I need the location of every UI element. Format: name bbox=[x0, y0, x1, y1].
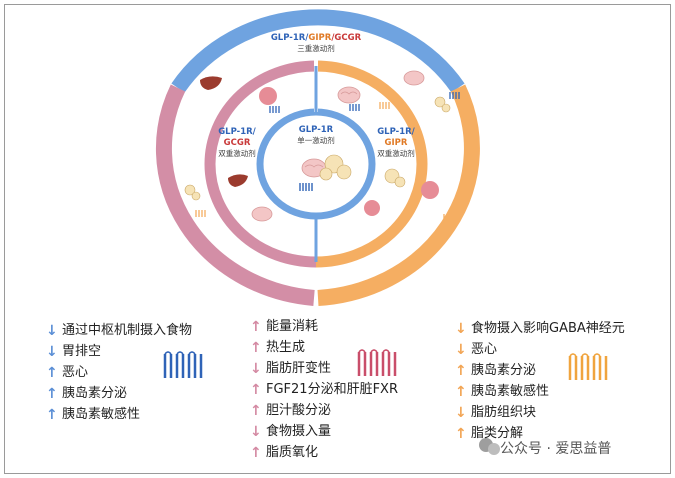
up-arrow-icon: ↑ bbox=[250, 319, 262, 335]
orange-receptor-icon bbox=[568, 353, 608, 380]
legend-item-text: 胰岛素分泌 bbox=[62, 386, 128, 401]
brain-icon bbox=[403, 70, 425, 86]
up-arrow-icon: ↑ bbox=[46, 407, 58, 423]
right-ring-sublabel: 双重激动剂 bbox=[377, 148, 415, 158]
legend-item: ↑ 热生成 bbox=[250, 339, 305, 357]
up-arrow-icon: ↑ bbox=[46, 365, 58, 381]
legend-item: ↑ 能量消耗 bbox=[250, 318, 318, 336]
legend-item-text: 脂质氧化 bbox=[266, 445, 319, 460]
down-arrow-icon: ↓ bbox=[46, 344, 58, 360]
outer-ring-label: GLP-1R/GIPR/GCGR bbox=[271, 33, 362, 43]
legend-item: ↓ 食物摄入影响GABA神经元 bbox=[455, 320, 625, 338]
legend-item-text: 胃排空 bbox=[62, 344, 102, 359]
legend-item: ↑ 胆汁酸分泌 bbox=[250, 402, 331, 420]
legend-item-text: 胰岛素敏感性 bbox=[471, 384, 550, 399]
legend-item: ↓ 脂肪肝变性 bbox=[250, 360, 331, 378]
legend-item-text: 脂类分解 bbox=[471, 426, 524, 441]
legend-item-text: 食物摄入影响GABA神经元 bbox=[471, 321, 625, 336]
brain-icon bbox=[251, 206, 273, 222]
up-arrow-icon: ↑ bbox=[455, 426, 467, 442]
legend-item-text: 恶心 bbox=[471, 342, 498, 357]
down-arrow-icon: ↓ bbox=[250, 361, 262, 377]
down-arrow-icon: ↓ bbox=[455, 342, 467, 358]
outer-ring-orange-arc bbox=[317, 84, 480, 306]
legend-item-text: FGF21分泌和肝脏FXR bbox=[266, 382, 398, 397]
outer-ring-sublabel: 三重激动剂 bbox=[297, 43, 335, 53]
down-arrow-icon: ↓ bbox=[46, 323, 58, 339]
legend-item: ↓ 恶心 bbox=[455, 341, 497, 359]
right-ring-label-2: GIPR bbox=[385, 138, 408, 148]
left-ring-sublabel: 双重激动剂 bbox=[218, 148, 256, 158]
legend-item: ↑ 胰岛素敏感性 bbox=[455, 383, 549, 401]
legend-item-text: 能量消耗 bbox=[266, 319, 319, 334]
right-ring-label-1: GLP-1R/ bbox=[377, 127, 415, 137]
watermark-text: 公众号 · 爱思益普 bbox=[500, 441, 612, 457]
up-arrow-icon: ↑ bbox=[250, 340, 262, 356]
legend-item: ↓ 通过中枢机制摄入食物 bbox=[46, 322, 192, 340]
middle-ring-orange-arc bbox=[315, 60, 428, 268]
legend-item-text: 脂肪肝变性 bbox=[266, 361, 332, 376]
down-arrow-icon: ↓ bbox=[455, 405, 467, 421]
up-arrow-icon: ↑ bbox=[250, 403, 262, 419]
pink-receptor-icon bbox=[357, 349, 397, 376]
legend-blue: ↓ 通过中枢机制摄入食物 ↓ 胃排空 ↑ 恶心 ↑ 胰岛素分泌 ↑ 胰岛素敏感性 bbox=[46, 322, 226, 442]
legend-item: ↑ 胰岛素分泌 bbox=[46, 385, 127, 403]
legend-item: ↓ 食物摄入量 bbox=[250, 423, 331, 441]
legend-item-text: 胰岛素敏感性 bbox=[62, 407, 141, 422]
receptor-glyph-icon bbox=[195, 92, 460, 221]
up-arrow-icon: ↑ bbox=[250, 382, 262, 398]
brain-icon bbox=[337, 86, 361, 104]
left-ring-label-2: GCGR bbox=[224, 138, 251, 148]
legend-item: ↓ 脂肪组织块 bbox=[455, 404, 536, 422]
legend-item: ↑ 恶心 bbox=[46, 364, 88, 382]
blue-receptor-icon bbox=[163, 351, 203, 378]
figure-frame bbox=[4, 4, 671, 474]
legend-item: ↑ 胰岛素分泌 bbox=[455, 362, 536, 380]
outer-ring-pink-arc bbox=[155, 84, 315, 306]
legend-item-text: 食物摄入量 bbox=[266, 424, 332, 439]
center-sublabel: 单一激动剂 bbox=[297, 135, 335, 145]
tissue-cluster-icon bbox=[259, 87, 439, 216]
legend-item: ↑ 脂类分解 bbox=[455, 425, 523, 443]
center-label: GLP-1R bbox=[299, 125, 334, 135]
adipocyte-cluster-icon bbox=[184, 96, 451, 201]
legend-pink: ↑ 能量消耗 ↑ 热生成 ↓ 脂肪肝变性 ↑ FGF21分泌和肝脏FXR ↑ 胆汁酸分泌 ↓ 食物摄入… bbox=[250, 318, 435, 468]
up-arrow-icon: ↑ bbox=[455, 363, 467, 379]
middle-ring-pink-arc bbox=[204, 60, 317, 268]
up-arrow-icon: ↑ bbox=[46, 386, 58, 402]
legend-item: ↑ FGF21分泌和肝脏FXR bbox=[250, 381, 398, 399]
legend-item: ↑ 胰岛素敏感性 bbox=[46, 406, 140, 424]
left-ring-label-1: GLP-1R/ bbox=[218, 127, 256, 137]
down-arrow-icon: ↓ bbox=[250, 424, 262, 440]
legend-item-text: 热生成 bbox=[266, 340, 306, 355]
legend-item: ↓ 胃排空 bbox=[46, 343, 101, 361]
liver-icon bbox=[200, 76, 222, 90]
outer-ring-blue-arc bbox=[171, 9, 465, 93]
legend-item-text: 胰岛素分泌 bbox=[471, 363, 537, 378]
up-arrow-icon: ↑ bbox=[455, 384, 467, 400]
legend-item: ↑ 脂质氧化 bbox=[250, 444, 318, 462]
legend-orange: ↓ 食物摄入影响GABA神经元 ↓ 恶心 ↑ 胰岛素分泌 ↑ 胰岛素敏感性 ↓ 脂肪组织块 ↑ 脂类分… bbox=[455, 320, 665, 443]
legend-item-text: 通过中枢机制摄入食物 bbox=[62, 323, 193, 338]
down-arrow-icon: ↓ bbox=[455, 321, 467, 337]
legend-item-text: 脂肪组织块 bbox=[471, 405, 537, 420]
legend-item-text: 恶心 bbox=[62, 365, 89, 380]
liver-icon bbox=[228, 174, 248, 187]
wechat-icon bbox=[479, 438, 500, 455]
legend-item-text: 胆汁酸分泌 bbox=[266, 403, 332, 418]
up-arrow-icon: ↑ bbox=[250, 445, 262, 461]
